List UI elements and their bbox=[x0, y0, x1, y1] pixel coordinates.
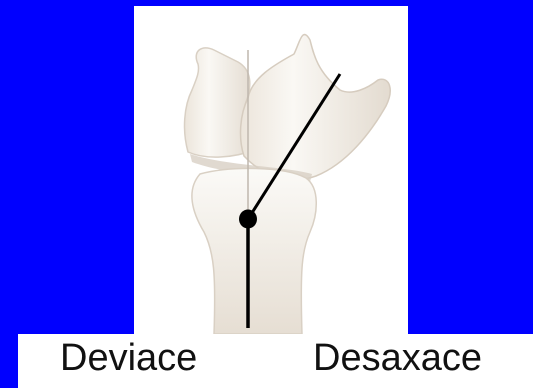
caption-bar: Deviace Desaxace bbox=[18, 334, 533, 388]
lower-bone-shape bbox=[192, 168, 316, 334]
joint-figure-panel bbox=[134, 6, 408, 334]
knee-joint-illustration bbox=[134, 6, 408, 334]
pivot-point-icon bbox=[239, 210, 257, 229]
caption-desaxace: Desaxace bbox=[313, 336, 482, 380]
right-condyle-shape bbox=[241, 35, 391, 180]
caption-deviace: Deviace bbox=[60, 336, 197, 380]
